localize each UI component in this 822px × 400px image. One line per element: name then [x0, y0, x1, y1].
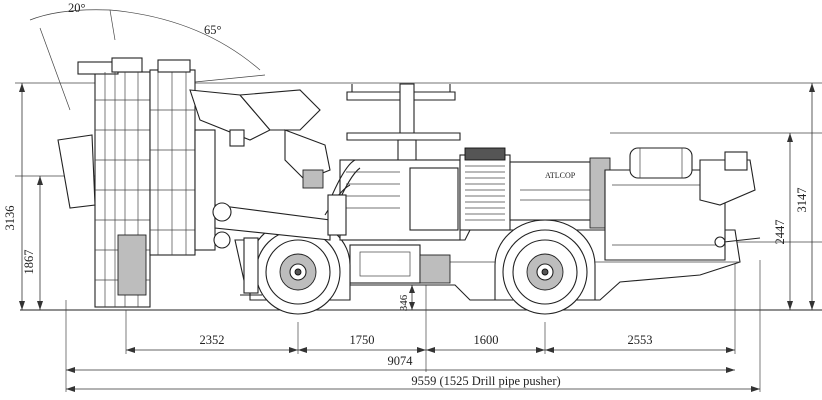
dim-1600-label: 1600 — [474, 333, 499, 347]
dim-2553-label: 2553 — [628, 333, 653, 347]
dim-2352-label: 2352 — [200, 333, 225, 347]
clearance-346-label: 346 — [398, 294, 410, 311]
left-height-dims: 3136 1867 — [3, 83, 43, 310]
rear-wheel — [494, 219, 596, 315]
right-height-dims: 2447 3147 — [773, 83, 815, 310]
operator-canopy — [339, 83, 461, 241]
dim-9559-label: 9559 (1525 Drill pipe pusher) — [411, 374, 560, 388]
height-2447-label: 2447 — [773, 220, 787, 245]
wheelbase-dims: 2352 1750 1600 2553 — [126, 333, 735, 353]
dim-1750-label: 1750 — [350, 333, 375, 347]
rear-tank — [604, 147, 761, 261]
extension-lines — [65, 200, 761, 392]
height-3147-label: 3147 — [795, 188, 809, 213]
overall-length-pusher-dim: 9559 (1525 Drill pipe pusher) — [66, 374, 760, 392]
ground-clearance-dim: 346 — [398, 284, 430, 311]
engine-block: ATLCOP — [459, 147, 611, 231]
front-wheel — [249, 219, 351, 315]
angle-65-label: 65° — [204, 23, 222, 37]
height-1867-label: 1867 — [22, 250, 36, 275]
angle-20-label: 20° — [68, 1, 86, 15]
height-3136-label: 3136 — [3, 206, 17, 231]
drill-mast — [57, 57, 196, 308]
cab-label: ATLCOP — [545, 171, 576, 180]
hydraulic-hoses — [240, 159, 361, 296]
boom-arm — [189, 89, 331, 251]
overall-length-dim: 9074 — [66, 354, 735, 373]
dim-9074-label: 9074 — [388, 354, 414, 368]
